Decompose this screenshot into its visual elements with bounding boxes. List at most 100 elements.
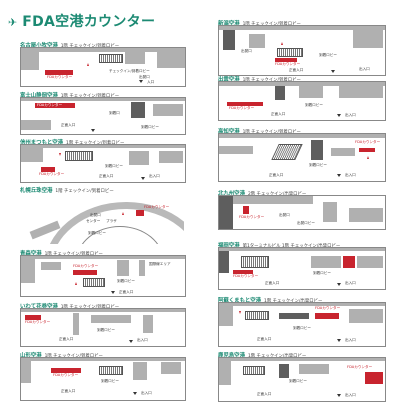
floor-label: 1階 チェックイン/到着ロビー <box>61 44 119 49</box>
fda-counter-block <box>41 167 55 172</box>
lobby-label: 到着ロビー <box>313 271 331 275</box>
entrance-marker-icon <box>337 394 341 397</box>
entrance-label: 正面入口 <box>59 337 74 341</box>
lobby-label: チェックイン/到着ロビー <box>109 69 150 73</box>
lobby-label: 到着ロビー <box>289 379 307 383</box>
wall <box>41 262 61 270</box>
wall <box>219 248 385 251</box>
airport-name: 富士山静岡空港 <box>20 93 58 99</box>
airport-name: 北九州空港 <box>218 191 245 197</box>
wall <box>133 362 147 380</box>
arrow-down-icon <box>59 153 61 156</box>
lobby-label: 到着ロビー <box>309 163 327 167</box>
floor-label: 第1ターミナルビル 1階 チェックイン/出発ロビー <box>243 244 341 249</box>
section-shinshu: 信州まつもと空港1階 チェックイン/到着ロビー FDAカウンター 到着ロビー 正… <box>20 135 186 183</box>
fda-counter-block <box>359 148 375 152</box>
wall <box>125 52 145 64</box>
door-label: 入口 <box>147 80 155 84</box>
wall <box>279 364 289 378</box>
lobby-label: 出発ロビー <box>297 221 315 225</box>
exit-label: 出入口 <box>149 174 160 178</box>
wall <box>219 196 233 229</box>
entrance-label: 正面入口 <box>257 337 272 341</box>
airplane-icon: ✈ <box>8 15 18 29</box>
fda-counter-block <box>51 368 81 373</box>
wall <box>21 98 185 101</box>
fda-counter-label: FDAカウンター <box>39 172 65 176</box>
wall <box>331 148 355 156</box>
fda-counter-block <box>73 270 97 275</box>
gate-label: 出発口 <box>90 213 101 217</box>
wall <box>129 151 149 165</box>
entrance-label: 正面入口 <box>61 123 76 127</box>
wall <box>219 146 253 154</box>
wall <box>21 148 43 162</box>
lobby-label: 到着ロビー <box>105 164 123 168</box>
fda-counter-label: FDAカウンター <box>355 140 381 144</box>
escalator <box>277 48 303 57</box>
floor-label: 1階 チェックイン/到着ロビー <box>243 130 301 135</box>
floor-map: FDAカウンター 到着ロビー 正面入口 出入口 <box>218 81 386 121</box>
fda-counter-label: FDAカウンター <box>275 62 301 66</box>
lobby-label: 到着ロビー <box>293 326 311 330</box>
wall <box>117 260 129 276</box>
airport-name: 山形空港 <box>20 353 42 359</box>
page-title: FDA空港カウンター <box>22 14 156 30</box>
airport-name: 青森空港 <box>20 251 42 257</box>
fda-counter-block <box>35 103 75 108</box>
entrance-label: 正面入口 <box>257 392 272 396</box>
entrance-label: 正面入口 <box>271 112 286 116</box>
wall <box>161 362 181 374</box>
escalator <box>65 151 93 161</box>
arrow-down-icon <box>239 311 241 314</box>
floor-label: 1階 チェックイン/出発ロビー <box>264 299 322 304</box>
floor-label: 1階 チェックイン/到着ロビー <box>45 354 103 359</box>
entrance-marker-icon <box>337 114 341 117</box>
fda-counter-label: FDAカウンター <box>315 306 341 310</box>
entrance-label: 正面入口 <box>61 389 76 393</box>
escalator <box>99 366 123 375</box>
wall <box>219 361 231 385</box>
lobby-label: 到着ロビー <box>88 231 106 235</box>
section-fukuoka: 福岡空港第1ターミナルビル 1階 チェックイン/出発ロビー FDAカウンター 到… <box>218 238 386 290</box>
airport-name: 高知空港 <box>218 129 240 135</box>
wall <box>353 30 383 48</box>
lobby-label: 到着ロビー <box>305 103 323 107</box>
wall <box>339 86 383 98</box>
floor-label: 1階 チェックイン/到着ロビー <box>243 22 301 27</box>
entrance-marker-icon <box>129 340 133 343</box>
lobby-label: 到着ロビー <box>141 125 159 129</box>
section-yamagata: 山形空港1階 チェックイン/到着ロビー FDAカウンター 到着ロビー 正面入口 … <box>20 348 186 402</box>
entrance-marker-icon <box>133 392 137 395</box>
wall <box>143 315 153 333</box>
wall <box>299 86 323 98</box>
lobby-label: 到着ロビー <box>97 328 115 332</box>
area-label: 国際線エリア <box>149 262 171 266</box>
wall <box>131 102 145 118</box>
section-fujisan: 富士山静岡空港1階 チェックイン/到着ロビー FDAカウンター 到着口 正面入口… <box>20 88 186 135</box>
fda-counter-label: FDAカウンター <box>73 264 99 268</box>
arrow-up-icon <box>367 156 369 159</box>
airport-name: 出雲空港 <box>218 77 240 83</box>
wall <box>311 140 323 160</box>
floor-map: FDAカウンター 到着ロビー 正面入口 出入口 <box>20 357 186 401</box>
airport-name: 信州まつもと空港 <box>20 140 64 146</box>
fda-counter-block <box>243 206 249 214</box>
floor-map: FDAカウンター 出発口 センター プラザ 到着ロビー <box>20 192 184 244</box>
entrance-marker-icon <box>91 129 95 132</box>
wall <box>219 358 385 361</box>
wall <box>21 256 185 259</box>
escalator <box>243 366 265 375</box>
fda-counter-label: FDAカウンター <box>144 205 170 209</box>
floor-label: 1階 チェックイン/到着ロビー <box>61 305 119 310</box>
entrance-label: 正面入口 <box>269 173 284 177</box>
floor-label: 1階 チェックイン/到着ロビー <box>61 94 119 99</box>
escalator <box>99 54 123 63</box>
wall <box>91 315 131 323</box>
floor-map: FDAカウンター 到着ロビー 正面入口 出入口 <box>218 247 386 290</box>
exit-label: 出入口 <box>137 338 148 342</box>
entrance-label: 正面入口 <box>119 290 134 294</box>
floor-map: FDAカウンター 国際線エリア 到着ロビー 正面入口 <box>20 255 186 297</box>
gate-label: 出発口 <box>241 49 252 53</box>
